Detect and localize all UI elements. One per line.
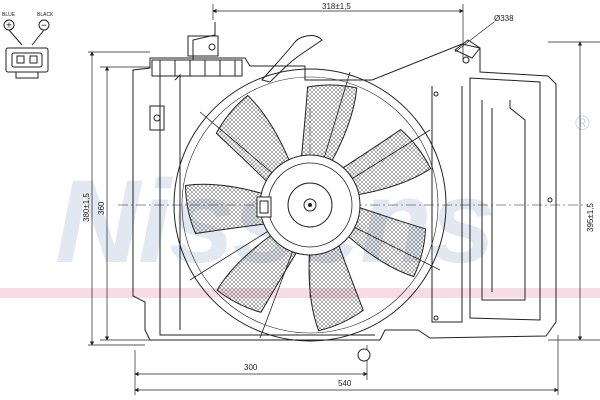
dim-right-height: 395±1,5	[586, 203, 595, 232]
shroud-outline	[132, 43, 557, 341]
fan-blade	[340, 128, 432, 196]
pin-label-blue: BLUE	[2, 12, 16, 18]
dim-shroud-diameter: Ø338	[494, 14, 514, 23]
drain-tab-icon	[357, 348, 371, 362]
fan-blade	[300, 84, 358, 163]
dimension-lines	[88, 4, 600, 395]
dim-left-outer-height: 380±1,5	[82, 193, 91, 222]
mounting-tab	[454, 39, 481, 59]
fan	[173, 68, 447, 362]
connector-body-icon	[5, 47, 49, 73]
motor-connector	[256, 196, 272, 218]
fan-blade	[346, 206, 427, 278]
dim-bottom-inner-width: 300	[244, 363, 258, 372]
fan-blade	[308, 243, 364, 332]
shroud-frame	[132, 22, 557, 341]
connector-pinout: BLUE BLACK + −	[2, 12, 54, 79]
plus-pin-symbol: +	[6, 21, 12, 32]
connector-wires	[8, 29, 45, 46]
fan-blade	[185, 183, 267, 235]
dim-top-width: 318±1,5	[322, 2, 351, 11]
fan-blade	[215, 94, 291, 183]
dim-bottom-overall-width: 540	[338, 379, 352, 388]
watermark-registered-mark: ®	[575, 113, 590, 135]
pin-label-black: BLACK	[37, 12, 54, 18]
dimension-labels: 318±1,5 Ø338 380±1,5 360 395±1,5 300 540	[82, 2, 595, 388]
wiring-hose	[261, 35, 323, 83]
watermark-stripe	[0, 288, 600, 298]
fan-struts	[189, 71, 441, 339]
dim-left-inner-height: 360	[97, 201, 106, 215]
minus-pin-symbol: −	[41, 21, 47, 32]
fan-shroud-ring	[173, 68, 447, 342]
fan-blades	[185, 84, 432, 332]
fan-blade	[216, 233, 298, 313]
